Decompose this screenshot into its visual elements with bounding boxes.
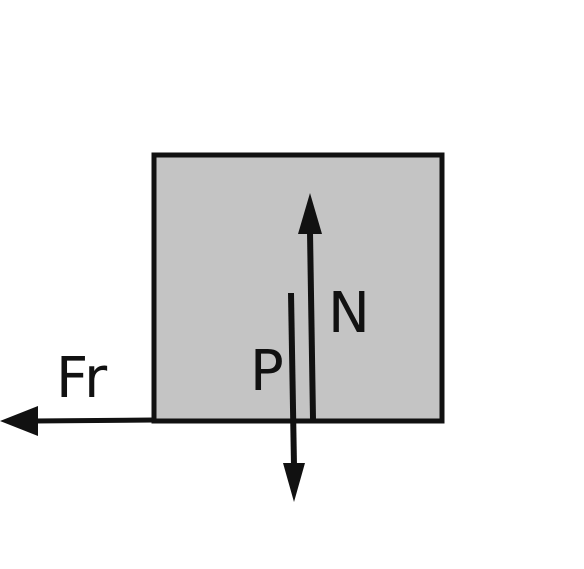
normal-force-arrow <box>298 193 322 420</box>
friction-force-label: Fr <box>56 346 108 411</box>
normal-force-label: N <box>328 281 370 346</box>
block <box>151 152 445 424</box>
weight-force-arrow <box>283 292 305 502</box>
friction-force-arrow <box>0 406 155 436</box>
weight-force-label: P <box>250 339 284 404</box>
